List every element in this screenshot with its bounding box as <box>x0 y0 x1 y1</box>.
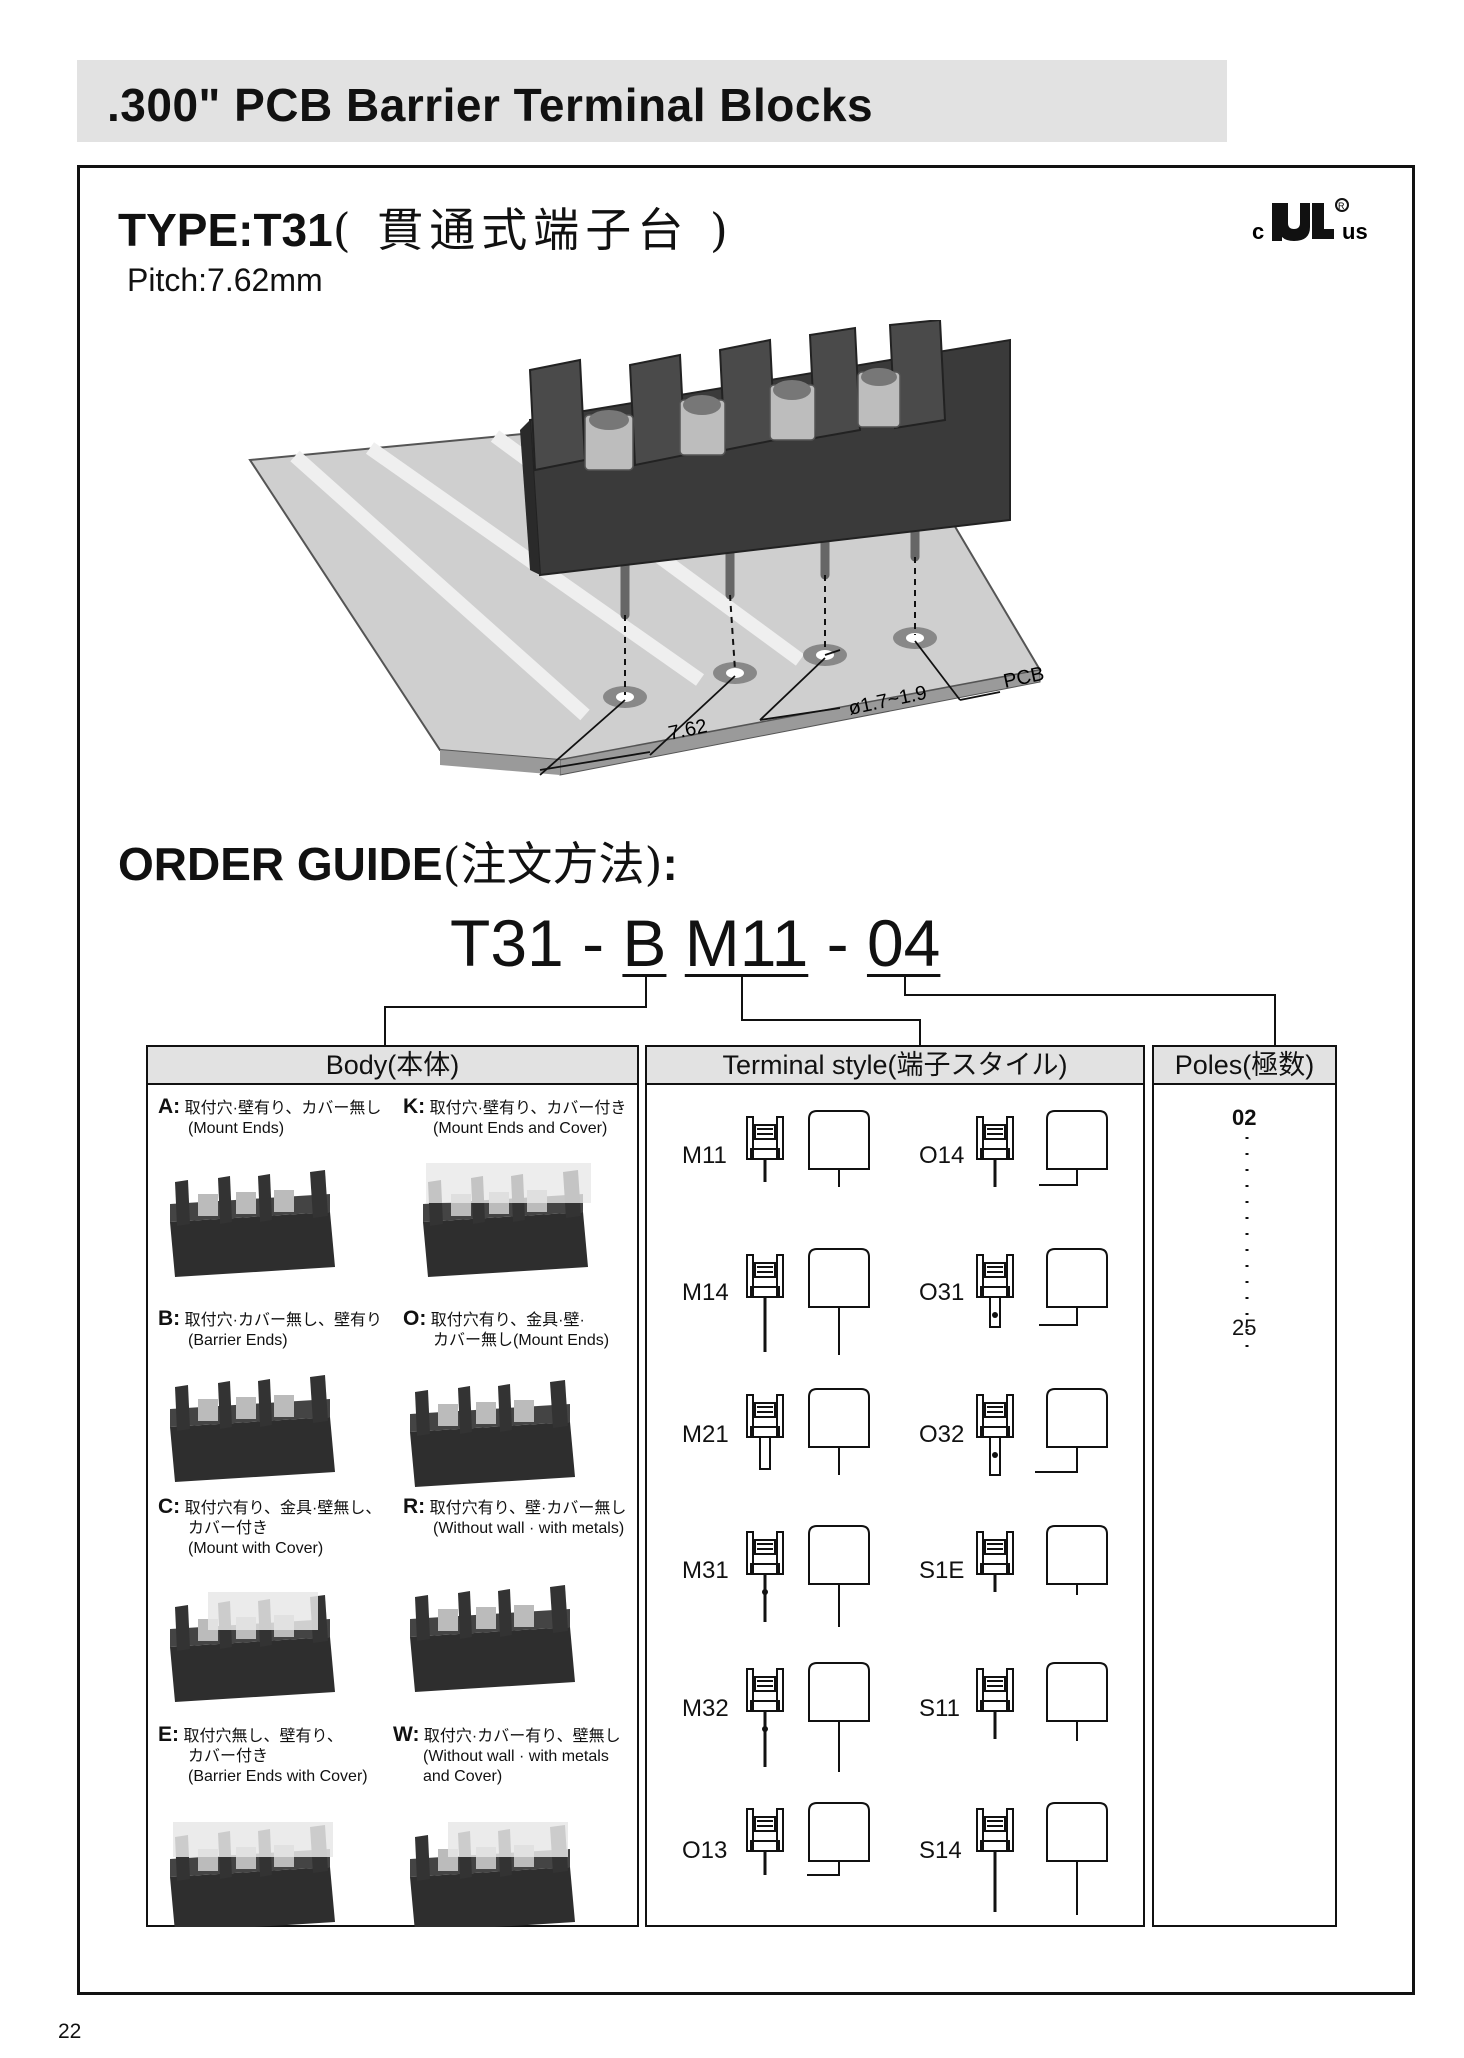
order-guide-title: ORDER GUIDE <box>118 838 443 890</box>
type-heading: TYPE:T31( 貫通式端子台 ) <box>118 194 734 260</box>
poles-box: Poles(極数) 02 25 <box>1152 1045 1337 1927</box>
type-cn: ( 貫通式端子台 ) <box>332 203 734 257</box>
terminal-o31: O31 <box>919 1279 965 1306</box>
body-option-k: K: 取付穴·壁有り、カバー付き (Mount Ends and Cover) <box>403 1095 627 1137</box>
body-option-e: E: 取付穴無し、壁有り、 カバー付き (Barrier Ends with C… <box>158 1723 368 1785</box>
poles-max: 25 <box>1232 1315 1257 1340</box>
order-guide-colon: : <box>662 838 678 890</box>
body-option-r: R: 取付穴有り、壁·カバー無し (Without wall · with me… <box>403 1495 627 1537</box>
page-number: 22 <box>58 2020 82 2043</box>
svg-text:R: R <box>1338 201 1345 211</box>
cert-us: us <box>1342 219 1368 244</box>
body-option-w: W: 取付穴·カバー有り、壁無し (Without wall · with me… <box>393 1723 621 1785</box>
body-option-a: A: 取付穴·壁有り、カバー無し (Mount Ends) <box>158 1095 382 1137</box>
terminal-m21: M21 <box>682 1421 729 1448</box>
terminal-style-drawings <box>746 1110 1108 1915</box>
code-dash-2: - <box>826 906 849 980</box>
type-label: TYPE:T31 <box>118 204 333 256</box>
poles-box-header: Poles(極数) <box>1154 1047 1335 1085</box>
order-connector-lines <box>384 975 1276 1045</box>
terminal-m14: M14 <box>682 1279 729 1306</box>
terminal-m11: M11 <box>682 1142 727 1169</box>
title-banner: .300" PCB Barrier Terminal Blocks <box>77 60 1227 142</box>
code-series: T31 <box>450 906 564 980</box>
body-option-b: B: 取付穴·カバー無し、壁有り (Barrier Ends) <box>158 1307 382 1349</box>
terminal-o14: O14 <box>919 1142 965 1169</box>
product-illustration: 7.62 ø1.7~1.9 PCB <box>240 318 1140 785</box>
pitch-label: Pitch:7.62mm <box>127 262 323 298</box>
content-frame <box>77 165 1415 1995</box>
terminal-m31: M31 <box>682 1557 729 1584</box>
code-body: B <box>622 906 667 980</box>
ul-certification-logo: c R us <box>1250 195 1385 250</box>
page-title: .300" PCB Barrier Terminal Blocks <box>107 79 874 131</box>
terminal-s1e: S1E <box>919 1557 965 1584</box>
order-code: T31 - B M11 - 04 <box>450 905 940 981</box>
body-box: Body(本体) A: 取付穴·壁有り、カバー無し (Mount Ends) K… <box>146 1045 639 1927</box>
cert-c: c <box>1252 219 1264 244</box>
terminal-o32: O32 <box>919 1421 965 1448</box>
order-guide-title-cn: (注文方法) <box>442 837 663 891</box>
terminal-s11: S11 <box>919 1695 960 1722</box>
terminal-style-box: Terminal style(端子スタイル) M11 M14 M21 M31 M… <box>645 1045 1145 1927</box>
terminal-s14: S14 <box>919 1837 962 1864</box>
code-poles: 04 <box>866 906 941 980</box>
terminal-o13: O13 <box>682 1837 728 1864</box>
body-option-o: O: 取付穴有り、金具·壁· カバー無し(Mount Ends) <box>403 1307 610 1349</box>
terminal-m32: M32 <box>682 1695 729 1722</box>
poles-min: 02 <box>1232 1105 1257 1130</box>
code-terminal: M11 <box>684 906 809 980</box>
terminal-box-header: Terminal style(端子スタイル) <box>647 1047 1143 1085</box>
body-box-header: Body(本体) <box>148 1047 637 1085</box>
body-block-images <box>170 1163 591 1927</box>
order-guide-heading: ORDER GUIDE(注文方法): <box>118 828 678 894</box>
body-option-c: C: 取付穴有り、金具·壁無し、 カバー付き (Mount with Cover… <box>158 1495 382 1557</box>
code-dash-1: - <box>582 906 605 980</box>
